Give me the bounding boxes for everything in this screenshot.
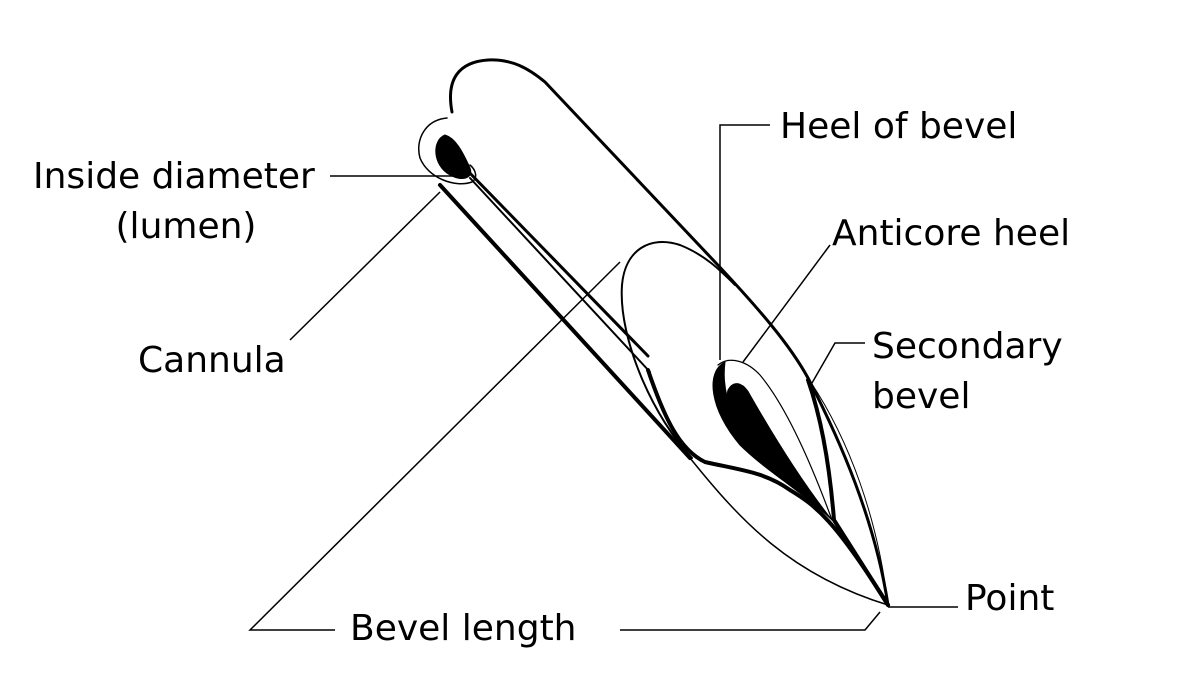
leader-bevel-length-left bbox=[248, 261, 621, 631]
label-lumen: (lumen) bbox=[116, 206, 257, 247]
needle-bottom-edge bbox=[438, 183, 692, 460]
needle-top-edge bbox=[449, 58, 890, 607]
label-point: Point bbox=[965, 578, 1054, 619]
label-secondary: Secondary bbox=[872, 326, 1063, 367]
label-bevel-length: Bevel length bbox=[350, 608, 577, 649]
label-inside-diameter: Inside diameter bbox=[33, 156, 315, 197]
lumen-bevel-opening bbox=[712, 361, 833, 521]
label-heel-of-bevel: Heel of bevel bbox=[780, 106, 1017, 147]
lumen-back-opening bbox=[435, 134, 472, 179]
bevel-face bbox=[620, 240, 736, 459]
leader-heel-of-bevel bbox=[719, 124, 770, 360]
needle-inner-line-1 bbox=[460, 163, 650, 358]
label-bevel: bevel bbox=[872, 376, 970, 417]
needle-tip-lower-edge bbox=[689, 457, 889, 606]
label-cannula: Cannula bbox=[138, 340, 286, 381]
leader-bevel-length-right bbox=[620, 611, 881, 631]
secondary-bevel-edge bbox=[806, 378, 890, 607]
leader-secondary-bevel bbox=[811, 342, 865, 384]
anticore-heel-edge bbox=[717, 359, 833, 521]
label-anticore-heel: Anticore heel bbox=[832, 213, 1070, 254]
leader-anticore-heel bbox=[742, 244, 831, 363]
bevel-lower-edge bbox=[646, 368, 890, 607]
needle-inner-line-2 bbox=[469, 177, 651, 373]
leader-cannula bbox=[289, 191, 441, 341]
tip-right-thin-edge bbox=[807, 377, 889, 606]
